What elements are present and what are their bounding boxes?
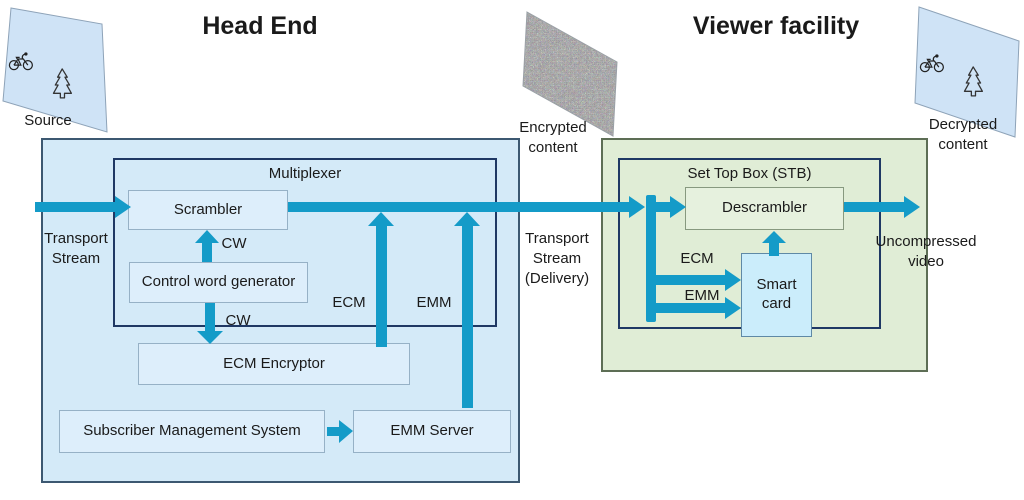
subscriber-management-system-label: Subscriber Management System — [83, 422, 301, 440]
uncompressed-video-out-arrow — [844, 196, 920, 218]
stb-emm-arrow — [654, 297, 741, 319]
control-word-generator-label: Control word generator — [141, 273, 296, 291]
emm-server-label: EMM Server — [390, 422, 474, 440]
ecm-encryptor-box: ECM Encryptor — [138, 343, 410, 385]
smartcard-to-descrambler-arrow — [762, 231, 786, 256]
head-end-title: Head End — [202, 12, 318, 40]
sms-to-emm-server-arrow — [327, 420, 353, 443]
emm-up-arrow — [454, 212, 480, 408]
encrypted-content-label: Encrypted content — [519, 119, 587, 156]
smart-card-box: Smart card — [741, 253, 812, 337]
scrambler-box: Scrambler — [128, 190, 288, 230]
ecm-headend-label: ECM — [332, 294, 366, 311]
source-screen — [2, 7, 108, 133]
emm-stb-label: EMM — [684, 287, 720, 304]
delivery-stream-arrow — [288, 196, 645, 218]
emm-server-box: EMM Server — [353, 410, 511, 453]
stb-label: Set Top Box (STB) — [687, 165, 812, 182]
encrypted-screen — [522, 11, 618, 137]
descrambler-label: Descrambler — [721, 199, 808, 217]
cw-lower-label: CW — [225, 312, 251, 329]
decrypted-content-label: Decrypted content — [928, 116, 998, 153]
decrypted-screen — [914, 6, 1020, 138]
control-word-generator-box: Control word generator — [129, 262, 308, 303]
cw-upper-label: CW — [221, 235, 247, 252]
ecm-stb-label: ECM — [680, 250, 714, 267]
uncompressed-video-label: Uncompressed video — [875, 233, 977, 270]
multiplexer-box: Multiplexer — [113, 158, 497, 327]
transport-stream-label: Transport Stream — [44, 230, 108, 267]
emm-headend-label: EMM — [416, 294, 452, 311]
smart-card-label: Smart card — [756, 276, 797, 312]
subscriber-management-system-box: Subscriber Management System — [59, 410, 325, 453]
cw-down-arrow — [197, 303, 223, 344]
delivery-label: Transport Stream (Delivery) — [524, 230, 590, 287]
viewer-facility-title: Viewer facility — [692, 12, 860, 40]
descrambler-box: Descrambler — [685, 187, 844, 230]
scrambler-label: Scrambler — [173, 200, 243, 218]
ecm-encryptor-label: ECM Encryptor — [223, 354, 325, 372]
stb-junction-bar — [646, 195, 656, 322]
stb-to-descrambler-arrow — [656, 196, 686, 218]
stb-ecm-arrow — [654, 269, 741, 291]
transport-stream-in-arrow — [35, 196, 131, 218]
cw-up-arrow — [195, 230, 219, 262]
source-screen-label: Source — [24, 112, 72, 129]
ecm-up-arrow — [368, 212, 394, 347]
multiplexer-label: Multiplexer — [268, 165, 342, 182]
